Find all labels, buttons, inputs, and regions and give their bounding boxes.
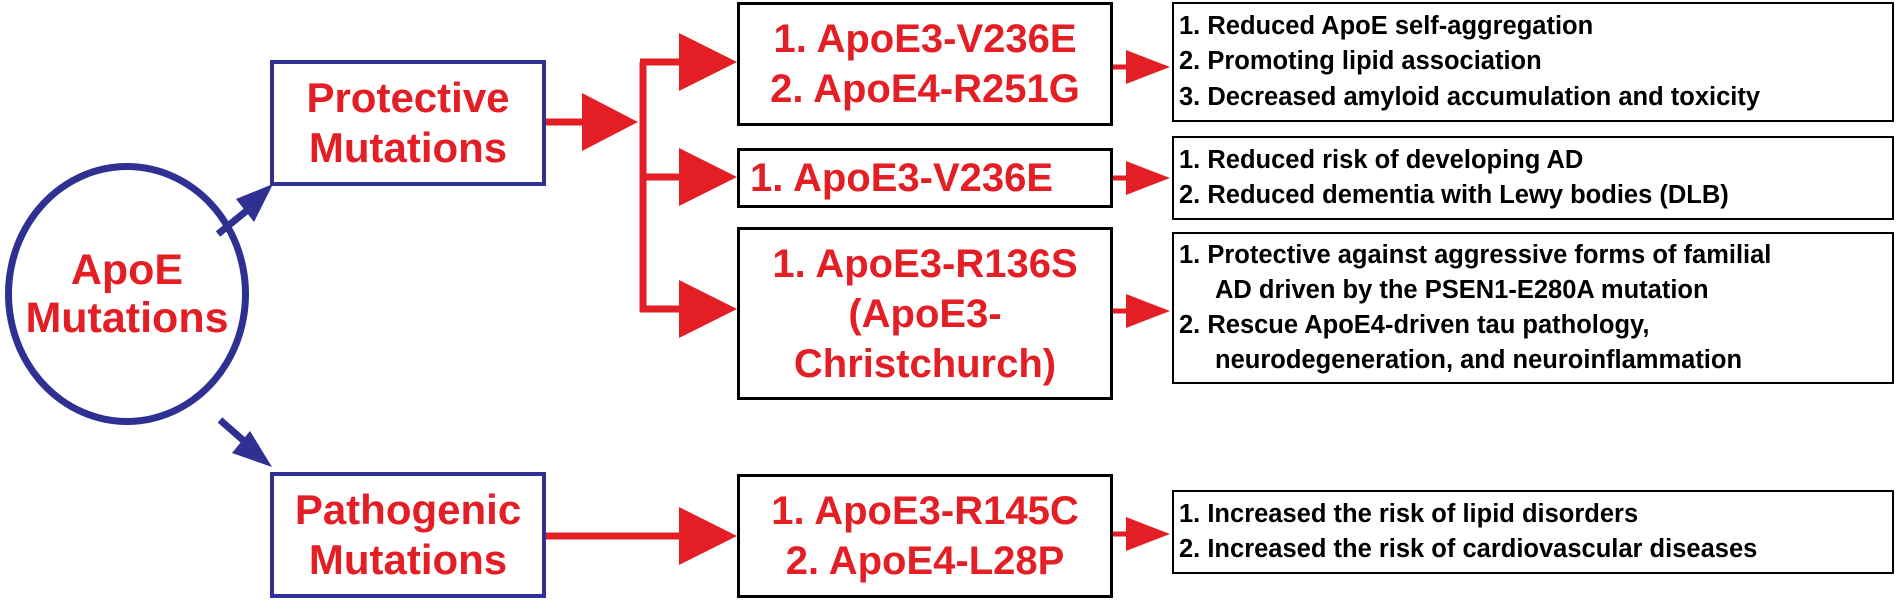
pathogenic-label-line: Pathogenic xyxy=(294,485,522,533)
protective-label-line: Protective xyxy=(306,73,510,121)
pathogenic-label-line: Mutations xyxy=(308,536,508,583)
mutation-item: 1. ApoE3-R145C xyxy=(771,489,1079,533)
mutation-item: 1. ApoE3-V236E xyxy=(750,156,1054,200)
root-label-line: Mutations xyxy=(25,294,229,342)
arrowhead-group2-to-effects xyxy=(1126,161,1170,195)
mutation-item: 2. ApoE4-L28P xyxy=(785,539,1065,583)
arrowhead-branch-to-group3 xyxy=(679,280,737,338)
effect-item: 1. Reduced ApoE self-aggregation xyxy=(1179,12,1594,41)
arrowhead-branch-to-group1 xyxy=(679,33,737,91)
mutation-item: 1. ApoE3-R136S xyxy=(772,241,1078,286)
protective-mutations-box: Protective Mutations xyxy=(270,60,546,186)
effect-item: neurodegeneration, and neuroinflammation xyxy=(1215,346,1743,375)
root-label-line: ApoE xyxy=(70,245,184,294)
mutation-item: 2. ApoE4-R251G xyxy=(770,67,1080,111)
effects-box-group4: 1. Increased the risk of lipid disorders… xyxy=(1172,490,1894,574)
arrowhead-root-to-protective xyxy=(236,184,273,222)
mutation-item: (ApoE3- xyxy=(848,291,1002,336)
effect-item: 1. Protective against aggressive forms o… xyxy=(1179,240,1772,269)
mutation-item: Christchurch) xyxy=(793,341,1057,386)
effects-box-group2: 1. Reduced risk of developing AD 2. Redu… xyxy=(1172,136,1894,220)
mutation-box-group1: 1. ApoE3-V236E 2. ApoE4-R251G xyxy=(737,2,1113,126)
effect-item: 2. Reduced dementia with Lewy bodies (DL… xyxy=(1179,181,1729,209)
effects-box-group1: 1. Reduced ApoE self-aggregation 2. Prom… xyxy=(1172,2,1894,122)
arrowhead-group1-to-effects xyxy=(1126,50,1170,84)
root-node-apoe-mutations: ApoE Mutations xyxy=(5,163,249,425)
mutation-box-group2: 1. ApoE3-V236E xyxy=(737,148,1113,208)
mutation-box-group3: 1. ApoE3-R136S (ApoE3- Christchurch) xyxy=(737,227,1113,400)
effect-item: 2. Increased the risk of cardiovascular … xyxy=(1179,535,1758,563)
protective-label-line: Mutations xyxy=(308,124,508,171)
effects-box-group3: 1. Protective against aggressive forms o… xyxy=(1172,232,1894,384)
mutation-item: 1. ApoE3-V236E xyxy=(773,17,1077,61)
arrowhead-root-to-pathogenic xyxy=(232,431,272,467)
arrowhead-pathogenic-to-group4 xyxy=(679,507,737,565)
pathogenic-mutations-box: Pathogenic Mutations xyxy=(270,472,546,598)
effect-item: 3. Decreased amyloid accumulation and to… xyxy=(1179,82,1761,111)
effect-item: 2. Rescue ApoE4-driven tau pathology, xyxy=(1179,311,1650,339)
effect-item: 1. Reduced risk of developing AD xyxy=(1179,145,1584,174)
arrowhead-group4-to-effects xyxy=(1126,517,1170,551)
effect-item: AD driven by the PSEN1-E280A mutation xyxy=(1215,275,1709,304)
effect-item: 1. Increased the risk of lipid disorders xyxy=(1179,499,1639,528)
arrowhead-group3-to-effects xyxy=(1126,294,1170,328)
effect-item: 2. Promoting lipid association xyxy=(1179,47,1542,76)
mutation-box-group4: 1. ApoE3-R145C 2. ApoE4-L28P xyxy=(737,474,1113,598)
arrowhead-protective-to-branch xyxy=(582,93,638,151)
arrowhead-branch-to-group2 xyxy=(679,148,737,206)
